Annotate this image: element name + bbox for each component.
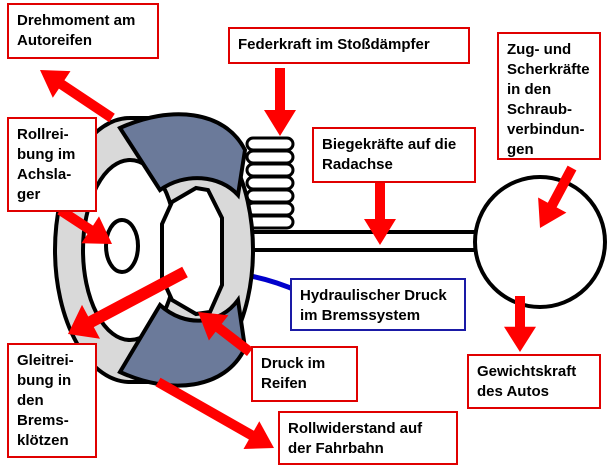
- arrow-gewichtskraft-icon: [504, 296, 536, 352]
- arrow-rollreibung-icon: [57, 205, 112, 244]
- wheel-hub: [473, 175, 607, 309]
- label-rollreibung: Rollrei- bung im Achsla- ger: [7, 117, 97, 212]
- label-drehmoment: Drehmoment am Autoreifen: [7, 3, 159, 59]
- label-druck-reifen: Druck im Reifen: [251, 346, 358, 402]
- force-arrows: [40, 68, 577, 449]
- arrow-rollwiderstand-icon: [155, 377, 274, 449]
- label-zug-scher: Zug- und Scherkräfte in den Schraub- ver…: [497, 32, 601, 160]
- arrow-druck-reifen-icon: [198, 312, 253, 356]
- label-rollwiderstand: Rollwiderstand auf der Fahrbahn: [278, 411, 458, 465]
- arrow-zug-scher-icon: [538, 165, 577, 228]
- label-hydraulik: Hydraulischer Druck im Bremssystem: [290, 278, 466, 331]
- arrow-federkraft-icon: [264, 68, 296, 136]
- spring-icon: [245, 136, 295, 230]
- label-gewichtskraft: Gewichtskraft des Autos: [467, 354, 601, 409]
- arrow-drehmoment-icon: [40, 70, 115, 123]
- arrow-biegekraefte-icon: [364, 180, 396, 245]
- label-biegekraefte: Biegekräfte auf die Radachse: [312, 127, 476, 183]
- label-gleitreibung: Gleitrei- bung in den Brems- klötzen: [7, 343, 97, 458]
- brake-disk: [160, 185, 224, 317]
- arrow-gleitreibung-icon: [68, 266, 188, 339]
- brake-pad-upper: [117, 112, 248, 200]
- label-federkraft: Federkraft im Stoßdämpfer: [228, 27, 470, 64]
